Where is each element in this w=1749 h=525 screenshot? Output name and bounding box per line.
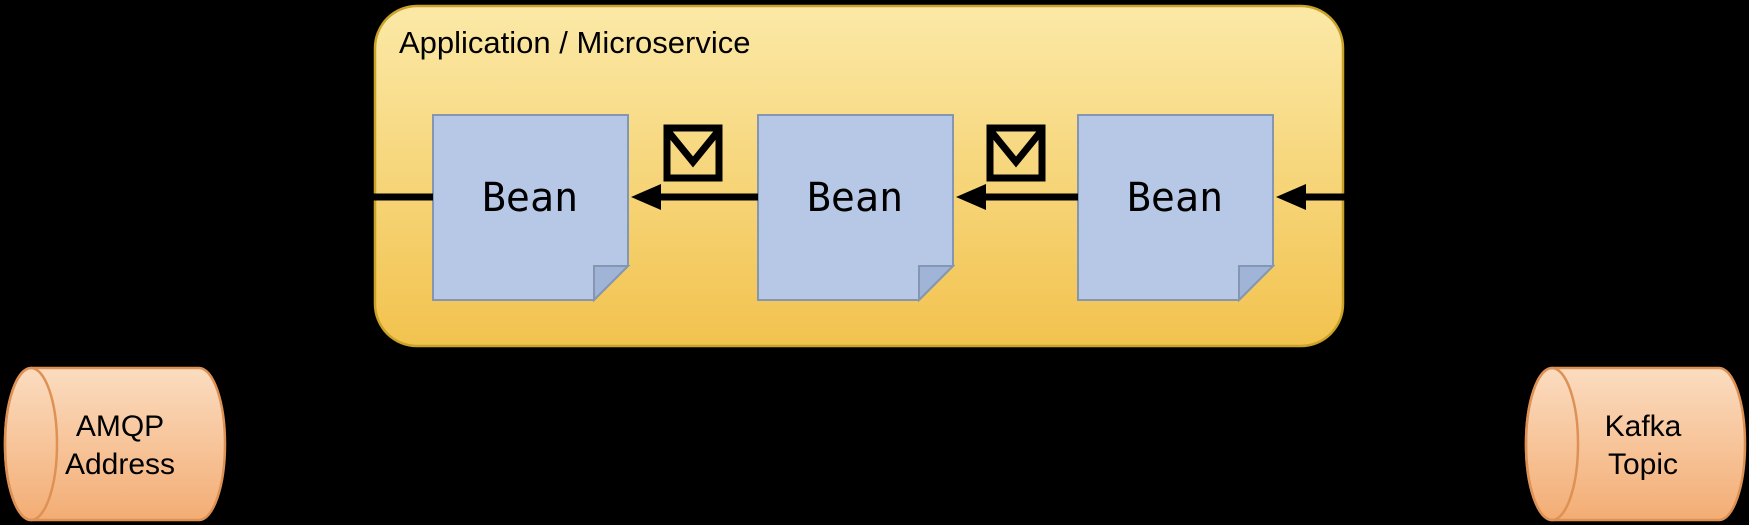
queue-label-line1: AMQP <box>76 410 164 443</box>
arrow-head <box>631 184 661 210</box>
arrow-head <box>306 184 336 210</box>
arrow-head <box>1276 184 1306 210</box>
queue-label-line2: Address <box>65 448 175 481</box>
arrow-inbound-right <box>1276 184 1460 210</box>
bean-node-1: Bean <box>432 114 631 303</box>
queue-cap <box>3 366 59 522</box>
queue-body <box>1524 366 1747 522</box>
amqp-queue: AMQP Address <box>3 366 227 522</box>
queue-cap <box>1524 366 1580 522</box>
envelope-icon <box>663 124 723 182</box>
application-title: Application / Microservice <box>399 25 750 60</box>
kafka-queue: Kafka Topic <box>1524 366 1747 522</box>
queue-label-line2: Topic <box>1608 448 1678 481</box>
bean-label: Bean <box>482 175 578 221</box>
bean-node-3: Bean <box>1077 114 1276 303</box>
queue-label-line1: Kafka <box>1605 410 1682 443</box>
bean-fold-corner <box>593 265 631 303</box>
arrow-bean3-to-bean2 <box>956 184 1078 210</box>
envelope-outline <box>986 124 1046 182</box>
bean-fold-corner <box>1238 265 1276 303</box>
envelope-outline <box>663 124 723 182</box>
arrow-outbound-left <box>306 184 433 210</box>
bean-node-2: Bean <box>757 114 956 303</box>
bean-label: Bean <box>807 175 903 221</box>
envelope-flap <box>987 127 1045 168</box>
arrow-head <box>956 184 986 210</box>
envelope-flap <box>664 127 722 168</box>
bean-fold-corner <box>918 265 956 303</box>
queue-body <box>3 366 227 522</box>
envelope-icon <box>986 124 1046 182</box>
arrow-bean2-to-bean1 <box>631 184 758 210</box>
bean-label: Bean <box>1127 175 1223 221</box>
